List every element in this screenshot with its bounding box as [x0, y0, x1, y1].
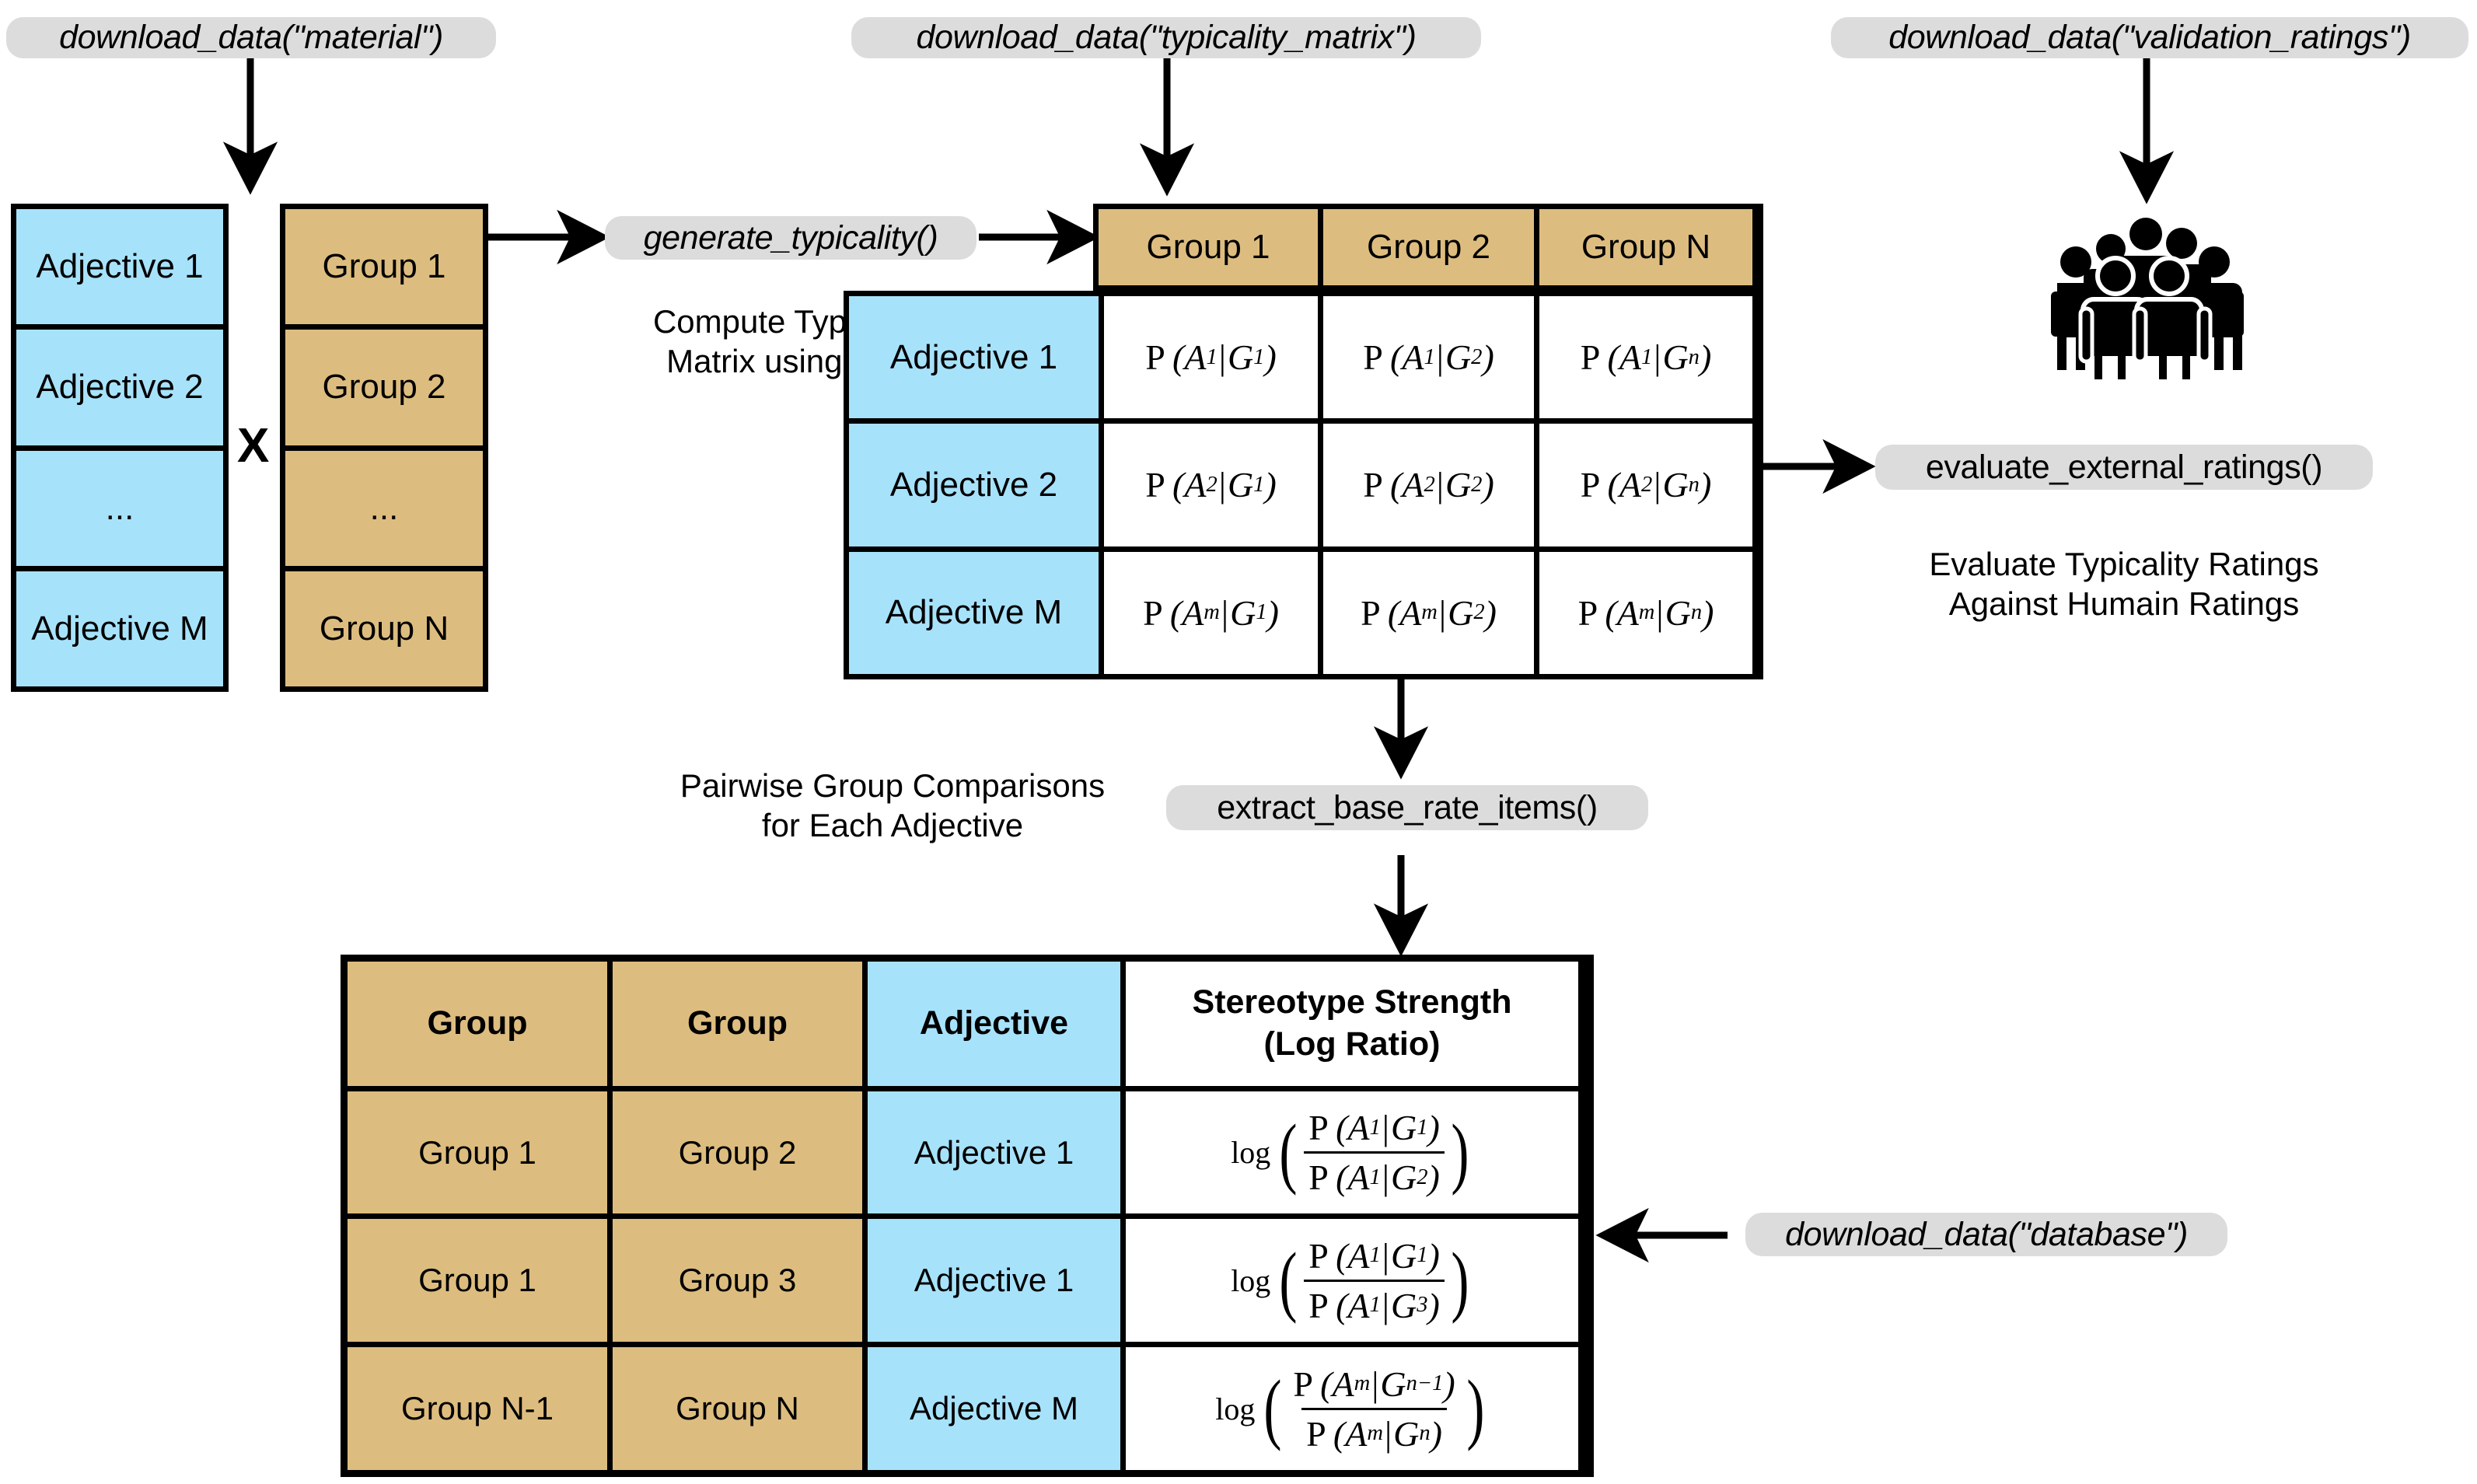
cell-adjective[interactable]: Adjective M	[862, 1347, 1120, 1471]
cell-group-b[interactable]: Group N	[607, 1347, 862, 1471]
download-validation-ratings-pill[interactable]: download_data("validation_ratings")	[1831, 17, 2468, 58]
download-typicality-matrix-pill[interactable]: download_data("typicality_matrix")	[851, 17, 1481, 58]
group-column: Group 1 Group 2 ... Group N	[280, 204, 488, 692]
table-header-adjective[interactable]: Adjective	[862, 962, 1120, 1086]
matrix-row-label[interactable]: Adjective 1	[849, 296, 1099, 419]
cell-group-a[interactable]: Group N-1	[348, 1347, 607, 1471]
cell-group-b[interactable]: Group 2	[607, 1091, 862, 1214]
table-header-group-a[interactable]: Group	[348, 962, 607, 1086]
table-header-stereotype-strength[interactable]: Stereotype Strength (Log Ratio)	[1120, 962, 1578, 1086]
cell-group-a[interactable]: Group 1	[348, 1219, 607, 1343]
cell-group-b[interactable]: Group 3	[607, 1219, 862, 1343]
download-material-pill[interactable]: download_data("material")	[6, 17, 496, 58]
matrix-header-row: Group 1 Group 2 Group N	[1093, 204, 1763, 291]
download-database-pill[interactable]: download_data("database")	[1745, 1213, 2227, 1256]
cell-adjective[interactable]: Adjective 1	[862, 1219, 1120, 1343]
matrix-row-label[interactable]: Adjective M	[849, 551, 1099, 674]
matrix-col-header[interactable]: Group 2	[1318, 209, 1534, 285]
adjective-cell[interactable]: Adjective 1	[16, 209, 223, 325]
evaluate-ratings-caption: Evaluate Typicality Ratings Against Huma…	[1929, 546, 2319, 623]
extract-base-rate-items-pill[interactable]: extract_base_rate_items()	[1166, 785, 1648, 830]
matrix-col-header[interactable]: Group N	[1534, 209, 1752, 285]
table-header-group-b[interactable]: Group	[607, 962, 862, 1086]
group-cell[interactable]: Group N	[285, 565, 483, 686]
matrix-col-header[interactable]: Group 1	[1099, 209, 1318, 285]
cell-adjective[interactable]: Adjective 1	[862, 1091, 1120, 1214]
adjective-cell[interactable]: ...	[16, 445, 223, 566]
adjective-cell[interactable]: Adjective M	[16, 565, 223, 686]
typicality-matrix: Group 1 Group 2 Group N Adjective 1 P (A…	[844, 204, 1763, 679]
adjective-cell[interactable]: Adjective 2	[16, 324, 223, 445]
adjective-column: Adjective 1 Adjective 2 ... Adjective M	[11, 204, 229, 692]
cross-product-symbol: X	[237, 419, 270, 473]
pairwise-comparisons-caption: Pairwise Group Comparisons for Each Adje…	[680, 767, 1106, 844]
crowd-of-people-icon	[2029, 214, 2262, 385]
group-cell[interactable]: Group 1	[285, 209, 483, 325]
matrix-row-label[interactable]: Adjective 2	[849, 424, 1099, 546]
evaluate-external-ratings-pill[interactable]: evaluate_external_ratings()	[1875, 445, 2373, 490]
generate-typicality-pill[interactable]: generate_typicality()	[605, 216, 976, 260]
group-cell[interactable]: ...	[285, 445, 483, 566]
stereotype-strength-table: Group Group Adjective Stereotype Strengt…	[341, 955, 1594, 1477]
cell-group-a[interactable]: Group 1	[348, 1091, 607, 1214]
table-header-row: Group Group Adjective Stereotype Strengt…	[348, 962, 1587, 1086]
group-cell[interactable]: Group 2	[285, 324, 483, 445]
